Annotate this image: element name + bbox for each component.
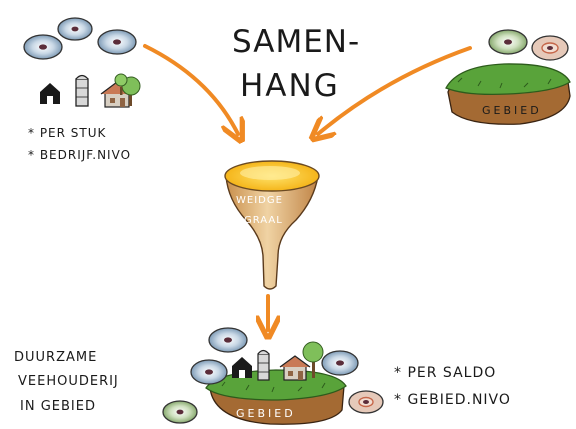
title-line1: SAMEN- [232,24,360,60]
disc-icon [97,29,137,55]
disc-icon [208,327,248,353]
bottom-left-line1: DUURZAME [14,350,97,365]
funnel-icon [224,160,320,290]
bottom-right-note-per-saldo: * PER SALDO [394,365,496,381]
disc-icon [348,390,384,414]
tree-icon [114,73,128,95]
silo-icon [75,74,89,107]
barn-icon [232,357,252,378]
disc-icon [321,350,359,376]
bottom-island-label: GEBIED [236,407,296,420]
barn-icon [40,83,60,104]
arrow-icon [318,46,472,134]
disc-icon [531,35,569,61]
tree-icon [302,341,324,378]
island-icon [445,63,571,125]
disc-icon [190,359,228,385]
arrow-icon [143,44,238,134]
disc-icon [488,29,528,55]
silo-icon [257,349,270,381]
left-note-bedrijf-nivo: * BEDRIJF.NIVO [28,148,131,162]
farmhouse-icon [279,355,311,381]
funnel-label-line1: WEIDGE [236,195,283,206]
right-island-label: GEBIED [482,104,542,117]
island-icon [205,369,347,425]
title-line2: HANG [240,68,340,104]
bottom-left-line2: VEEHOUDERIJ [18,374,119,389]
disc-icon [162,400,198,424]
bottom-left-line3: IN GEBIED [20,399,96,414]
funnel-label-line2: GRAAL [244,215,283,226]
disc-icon [57,17,93,41]
left-note-per-stuk: * PER STUK [28,126,107,140]
bottom-right-note-gebied-nivo: * GEBIED.NIVO [394,392,511,408]
disc-icon [23,34,63,60]
